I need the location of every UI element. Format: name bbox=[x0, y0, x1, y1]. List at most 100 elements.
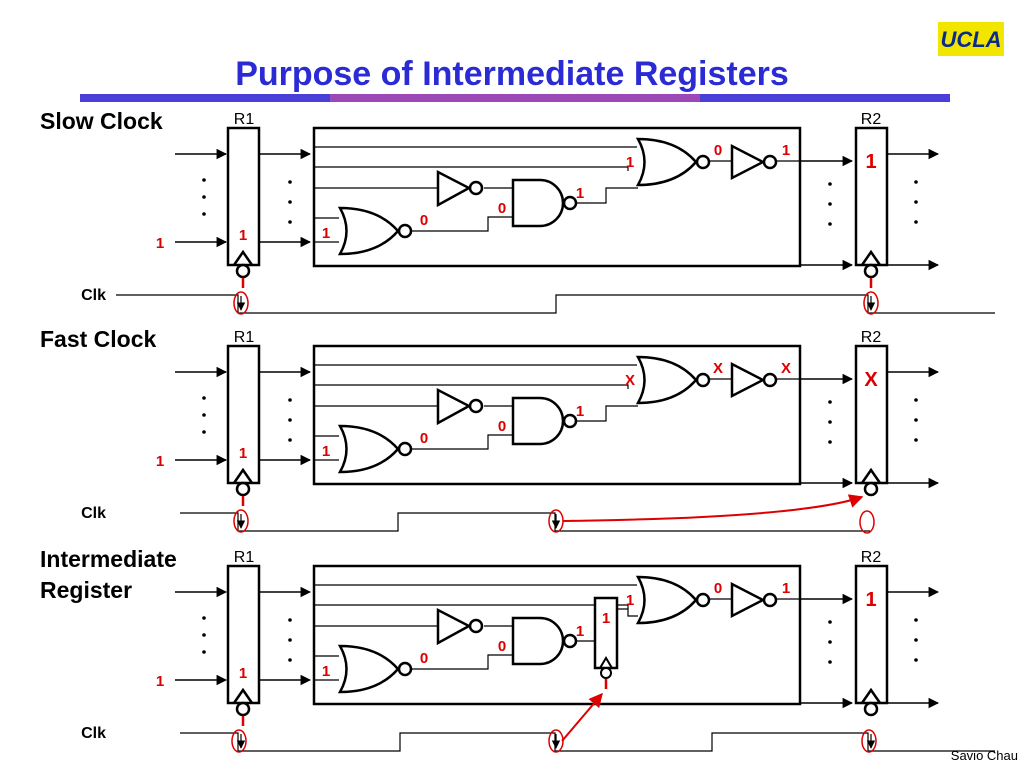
wire-nand-to-or bbox=[576, 187, 638, 204]
r2-output-ellipsis bbox=[914, 180, 918, 224]
r1-clock-triangle bbox=[232, 687, 254, 704]
input-ellipsis bbox=[202, 616, 206, 654]
r1-output-ellipsis bbox=[288, 180, 292, 224]
r1-output-ellipsis bbox=[288, 618, 292, 662]
input-ellipsis bbox=[202, 396, 206, 434]
nand-input-value: 0 bbox=[498, 638, 506, 655]
nor-gate bbox=[337, 644, 400, 694]
nand-bubble bbox=[562, 633, 578, 649]
nor-bubble bbox=[397, 223, 413, 239]
upper-nor-bubble bbox=[695, 154, 711, 170]
nor-input-value: 1 bbox=[322, 443, 330, 460]
wire-top-branch bbox=[314, 166, 629, 171]
nor-input-value: 1 bbox=[322, 225, 330, 242]
r1-clock-bubble bbox=[235, 701, 251, 717]
nand-input-value: 0 bbox=[498, 200, 506, 217]
r1-label: R1 bbox=[234, 549, 255, 566]
nor-bubble bbox=[397, 661, 413, 677]
r2-output-ellipsis bbox=[914, 398, 918, 442]
title-underline-accent bbox=[330, 94, 700, 102]
clock-edges bbox=[233, 278, 879, 315]
r2-label: R2 bbox=[861, 329, 882, 346]
r1-clock-bubble bbox=[235, 481, 251, 497]
upper-nor-gate bbox=[635, 575, 698, 625]
intermediate-register-value: 1 bbox=[602, 610, 610, 627]
inverter-bubble bbox=[468, 618, 484, 634]
inverter-gate bbox=[436, 387, 472, 426]
nand-output-value: 1 bbox=[576, 403, 584, 420]
not-output-value: X bbox=[781, 360, 791, 377]
upper-nor-bubble bbox=[695, 372, 711, 388]
r1-register bbox=[226, 564, 261, 705]
or-output-value: 0 bbox=[714, 142, 722, 159]
r1-clock-edge-marker bbox=[233, 291, 249, 315]
not-output-value: 1 bbox=[782, 580, 790, 597]
r1-label: R1 bbox=[234, 111, 255, 128]
wire-top-branch bbox=[314, 604, 629, 609]
r2-clock-bubble bbox=[863, 481, 879, 497]
wire-nand-to-or bbox=[576, 405, 638, 422]
input-value: 1 bbox=[156, 235, 164, 252]
r2-register bbox=[854, 126, 889, 267]
author-credit: Savio Chau bbox=[951, 748, 1018, 763]
nand-gate bbox=[511, 616, 565, 666]
clk-label: Clk bbox=[81, 505, 106, 522]
r2-output-ellipsis bbox=[914, 618, 918, 662]
nand-output-value: 1 bbox=[576, 623, 584, 640]
clk-label: Clk bbox=[81, 287, 106, 304]
upper-nor-gate bbox=[635, 137, 698, 187]
final-inverter-bubble bbox=[762, 372, 778, 388]
r1-value: 1 bbox=[239, 445, 247, 462]
nand-bubble bbox=[562, 413, 578, 429]
wire-nor-to-nand bbox=[410, 216, 512, 232]
panel-label: Intermediate bbox=[40, 546, 177, 572]
not-output-value: 1 bbox=[782, 142, 790, 159]
ucla-logo: UCLA bbox=[938, 22, 1004, 56]
r2-clock-bubble bbox=[863, 263, 879, 279]
r2-register bbox=[854, 564, 889, 705]
r1-clock-triangle bbox=[232, 249, 254, 266]
r2-label: R2 bbox=[861, 111, 882, 128]
nand-gate bbox=[511, 396, 565, 446]
clock-edges bbox=[231, 692, 877, 753]
r1-output-ellipsis bbox=[288, 398, 292, 442]
clk-label: Clk bbox=[81, 725, 106, 742]
r1-clock-edge-marker bbox=[231, 729, 247, 753]
panel-label: Fast Clock bbox=[40, 326, 157, 352]
clock-waveform bbox=[180, 732, 995, 752]
r2-clock-edge-marker bbox=[863, 291, 879, 315]
intermediate-register-clock-triangle bbox=[599, 656, 613, 669]
r1-clock-bubble bbox=[235, 263, 251, 279]
nor-output-value: 0 bbox=[420, 430, 428, 447]
ucla-logo-bg bbox=[938, 22, 1004, 56]
r2-value: 1 bbox=[865, 589, 876, 611]
r2-clock-bubble bbox=[863, 701, 879, 717]
wire-nor-to-nand bbox=[410, 654, 512, 670]
or-input-value: X bbox=[625, 372, 635, 389]
r2-clock-triangle bbox=[860, 249, 882, 266]
clock-edges bbox=[233, 494, 875, 534]
final-inverter-gate bbox=[730, 361, 766, 399]
intermediate-register-clock-bubble bbox=[600, 667, 612, 679]
slide-title: Purpose of Intermediate Registers bbox=[235, 55, 789, 93]
nor-output-value: 0 bbox=[420, 650, 428, 667]
r1-value: 1 bbox=[239, 227, 247, 244]
input-ellipsis bbox=[202, 178, 206, 216]
upper-nor-bubble bbox=[695, 592, 711, 608]
r2-value: 1 bbox=[865, 151, 876, 173]
clock-edge-connector bbox=[561, 692, 603, 742]
nand-output-value: 1 bbox=[576, 185, 584, 202]
r2-clock-edge-marker bbox=[859, 510, 875, 534]
intermediate-register bbox=[593, 596, 619, 689]
ucla-logo-text: UCLA bbox=[940, 27, 1001, 52]
or-output-value: 0 bbox=[714, 580, 722, 597]
nor-output-value: 0 bbox=[420, 212, 428, 229]
final-inverter-bubble bbox=[762, 154, 778, 170]
final-inverter-gate bbox=[730, 143, 766, 181]
r2-clock-edge-marker bbox=[861, 729, 877, 753]
diagram-panel-1: Slow Clock R1 1 1 bbox=[40, 108, 995, 315]
clock-waveform bbox=[180, 512, 870, 532]
clock-edge-connector bbox=[562, 494, 864, 522]
nor-input-value: 1 bbox=[322, 663, 330, 680]
or-input-value: 1 bbox=[626, 592, 634, 609]
